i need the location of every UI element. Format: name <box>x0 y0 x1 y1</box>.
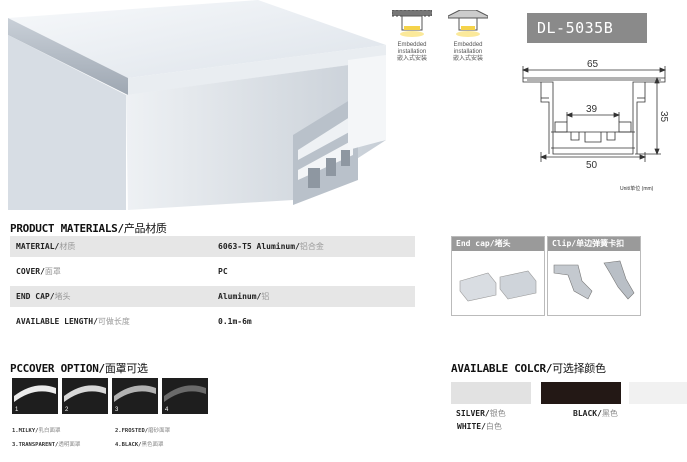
dim-label-height: 35 <box>658 111 669 123</box>
colors-title: AVAILABLE COLCR/可选择颜色 <box>451 362 606 375</box>
install-caption-1: Embedded installation 嵌入式安装 <box>396 42 427 62</box>
spec-value: 0.1m-6m <box>218 317 252 326</box>
cover-option-transparent: 3 <box>112 378 158 414</box>
color-label-black: BLACK/黑色 <box>573 409 618 418</box>
dim-label-bottom: 50 <box>586 160 598 170</box>
product-photo <box>8 0 386 210</box>
end-cap-image <box>459 270 537 302</box>
accessory-end-cap-label: End cap/堵头 <box>452 237 544 251</box>
spec-key: AVAILABLE LENGTH/可做长度 <box>16 317 130 326</box>
spec-value: Aluminum/铝 <box>218 292 270 301</box>
spec-value: 6063-T5 Aluminum/铝合金 <box>218 242 324 251</box>
spec-row-end-cap: END CAP/堵头 Aluminum/铝 <box>10 286 415 307</box>
accessory-clip: Clip/单边弹簧卡扣 <box>547 236 641 316</box>
cover-option-milky: 1 <box>12 378 58 414</box>
covers-title: PCCOVER OPTION/面罩可选 <box>10 362 148 375</box>
spec-row-material: MATERIAL/材质 6063-T5 Aluminum/铝合金 <box>10 236 415 257</box>
profile-dimension-drawing: 65 35 39 50 <box>521 59 669 170</box>
materials-table: MATERIAL/材质 6063-T5 Aluminum/铝合金 COVER/面… <box>10 236 415 336</box>
cover-legend-frosted: 2.FROSTED/磨砂面罩 <box>115 428 171 434</box>
cover-shape <box>114 385 156 402</box>
spec-row-length: AVAILABLE LENGTH/可做长度 0.1m-6m <box>10 311 415 332</box>
spec-key: COVER/面罩 <box>16 267 61 276</box>
cover-legend-transparent: 3.TRANSPARENT/透明面罩 <box>12 442 81 448</box>
materials-title: PRODUCT MATERIALS/产品材质 <box>10 222 167 235</box>
cover-legend-milky: 1.MILKY/乳白面罩 <box>12 428 61 434</box>
spec-value: PC <box>218 267 228 276</box>
color-label-silver: SILVER/银色 <box>456 409 506 418</box>
embedded-install-icon <box>447 9 489 37</box>
cover-shape <box>14 385 56 402</box>
accessory-end-cap: End cap/堵头 <box>451 236 545 316</box>
dim-label-top: 65 <box>587 59 599 70</box>
embedded-install-icon <box>391 9 433 37</box>
spring-clip-image <box>553 260 635 300</box>
color-label-white: WHITE/白色 <box>457 422 502 431</box>
color-swatch-white <box>629 382 687 404</box>
model-number-badge: DL-5035B <box>527 13 647 43</box>
spec-key: END CAP/堵头 <box>16 292 71 301</box>
cover-shape <box>164 385 206 402</box>
cover-option-frosted: 2 <box>62 378 108 414</box>
color-swatch-silver <box>451 382 531 404</box>
install-caption-2: Embedded installation 嵌入式安装 <box>452 42 483 62</box>
unit-note: Unit/单位 (mm) <box>620 186 654 192</box>
accessory-clip-label: Clip/单边弹簧卡扣 <box>548 237 640 251</box>
install-icon-embedded-2: Embedded installation 嵌入式安装 <box>447 9 489 63</box>
color-swatch-black <box>541 382 621 404</box>
dim-label-inner: 39 <box>586 104 598 115</box>
cover-option-black: 4 <box>162 378 208 414</box>
spec-key: MATERIAL/材质 <box>16 242 76 251</box>
install-icon-embedded-1: Embedded installation 嵌入式安装 <box>391 9 433 63</box>
cover-legend-black: 4.BLACK/黑色面罩 <box>115 442 164 448</box>
spec-row-cover: COVER/面罩 PC <box>10 261 415 282</box>
cover-shape <box>64 385 106 402</box>
